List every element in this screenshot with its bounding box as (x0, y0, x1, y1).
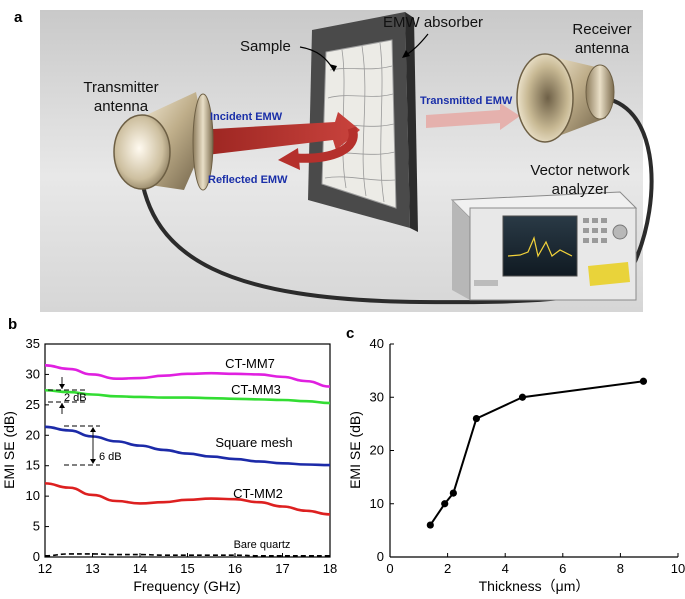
label-receiver-line1: Receiver (572, 21, 631, 38)
chart-b-xtick-label: 15 (180, 561, 194, 576)
label-receiver-line2: antenna (575, 40, 630, 57)
chart-b-xtick-label: 16 (228, 561, 242, 576)
chart-c-xtick-label: 8 (617, 561, 624, 576)
chart-c-point (518, 393, 527, 401)
vna-trace (507, 236, 573, 258)
label-transmitter-line2: antenna (94, 98, 149, 115)
chart-b-ytick-label: 5 (33, 519, 40, 534)
label-transmitter-line1: Transmitter (83, 79, 158, 96)
chart-b-xtick-label: 13 (85, 561, 99, 576)
series-label-ct-mm2: CT-MM2 (233, 486, 283, 501)
series-line-square-mesh (44, 425, 331, 467)
label-incident-emw: Incident EMW (210, 111, 283, 123)
chart-c-point (426, 521, 434, 529)
reflected-emw-arrowhead (278, 148, 300, 170)
chart-c-line (429, 380, 644, 526)
label-reflected-emw: Reflected EMW (208, 174, 288, 186)
receiver-antenna (516, 53, 615, 143)
chart-b-ticks: 12 13 14 15 16 17 18 0 5 10 15 20 25 30 35 (26, 336, 338, 576)
chart-c-xtick-label: 10 (671, 561, 685, 576)
chart-b-xtick-label: 14 (133, 561, 147, 576)
label-vna-line2: analyzer (552, 181, 609, 198)
annotation-6db: 6 dB (99, 451, 122, 463)
chart-b-annotations: 2 dB 6 dB (48, 377, 122, 466)
incident-emw-beam (196, 112, 360, 156)
chart-b-xtick-label: 12 (38, 561, 52, 576)
chart-c-xtick-label: 2 (444, 561, 451, 576)
panel-letter-c: c (346, 325, 354, 342)
chart-c-xtick-label: 4 (502, 561, 509, 576)
vna-port-label (588, 262, 630, 286)
vna-buttons (583, 218, 628, 243)
transmitted-emw-beam (426, 103, 520, 130)
panel-letter-b: b (8, 316, 17, 333)
chart-c-ytick-label: 20 (370, 443, 384, 458)
chart-c-point (449, 489, 457, 497)
chart-b-ytick-label: 10 (26, 488, 40, 503)
label-sample: Sample (240, 38, 291, 55)
chart-b-ytick-label: 0 (33, 549, 40, 564)
chart-b-ytick-label: 30 (26, 366, 40, 381)
series-line-ct-mm2 (44, 482, 331, 516)
vna-screen (502, 215, 578, 277)
label-vna-line1: Vector network (530, 162, 630, 179)
chart-b-ylabel: EMI SE (dB) (1, 411, 17, 489)
chart-c-ytick-label: 10 (370, 496, 384, 511)
label-transmitted-emw: Transmitted EMW (420, 95, 513, 107)
chart-b-ytick-label: 35 (26, 336, 40, 351)
chart-c-ytick-label: 0 (377, 549, 384, 564)
chart-b-xtick-label: 18 (323, 561, 337, 576)
chart-c-ticks: 0 2 4 6 8 10 0 10 20 30 40 (370, 336, 685, 576)
panel-letter-a: a (14, 9, 23, 26)
chart-c-point (441, 500, 449, 508)
chart-c-xlabel: Thickness（μm） (479, 578, 590, 594)
emw-absorber-edge (405, 12, 418, 232)
chart-c-point (472, 414, 480, 423)
chart-c-ylabel: EMI SE (dB) (347, 411, 363, 489)
series-label-square-mesh: Square mesh (215, 435, 292, 450)
series-line-ct-mm3 (44, 388, 331, 405)
chart-c-series (426, 377, 648, 529)
chart-c-xtick-label: 6 (559, 561, 566, 576)
chart-c-xtick-label: 0 (386, 561, 393, 576)
chart-b-ytick-label: 25 (26, 397, 40, 412)
panel-c-chart: c 0 2 4 6 8 10 0 10 20 30 40 Thickness（μm） EMI SE … (346, 325, 685, 594)
series-label-bare-quartz: Bare quartz (234, 539, 291, 551)
chart-b-series (44, 364, 331, 557)
label-emw-absorber: EMW absorber (383, 14, 483, 31)
series-line-ct-mm7 (44, 364, 331, 388)
chart-c-point (639, 377, 648, 385)
series-label-ct-mm3: CT-MM3 (231, 382, 281, 397)
annotation-2db: 2 dB (64, 392, 87, 404)
chart-b-ytick-label: 20 (26, 427, 40, 442)
chart-c-ytick-label: 40 (370, 336, 384, 351)
series-label-ct-mm7: CT-MM7 (225, 356, 275, 371)
chart-b-xtick-label: 17 (275, 561, 289, 576)
panel-a-schematic: a Sample EMW absorber Transmitter antenn… (14, 9, 654, 312)
chart-c-ytick-label: 30 (370, 389, 384, 404)
vector-network-analyzer (450, 191, 638, 301)
transmitter-antenna (113, 92, 214, 191)
reflected-emw-beam (295, 126, 358, 163)
chart-b-ytick-label: 15 (26, 458, 40, 473)
chart-b-xlabel: Frequency (GHz) (133, 578, 240, 594)
